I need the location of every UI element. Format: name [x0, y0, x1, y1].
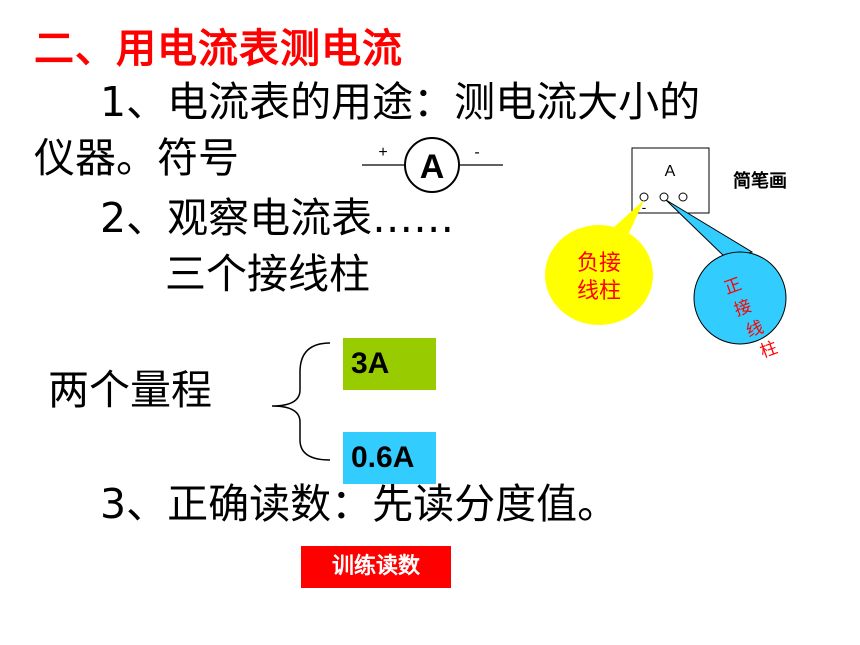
negative-callout-line1: 负接 [577, 251, 621, 276]
sketch-label: 简笔画 [733, 171, 787, 192]
train-reading-button[interactable]: 训练读数 [301, 546, 451, 588]
positive-terminal-callout: 正 接 线 柱 [665, 199, 787, 363]
negative-terminal-callout: 负接 线柱 [545, 200, 653, 325]
positive-callout-char4: 柱 [757, 338, 780, 363]
range-brace [271, 342, 331, 461]
symbol-line: 仪器。符号 [34, 134, 239, 182]
ranges-line: 两个量程 [48, 366, 212, 414]
positive-callout-char3: 线 [744, 317, 767, 342]
range-06a-box: 0.6A [343, 432, 436, 484]
negative-callout-line2: 线柱 [577, 279, 621, 304]
positive-callout-char2: 接 [732, 296, 755, 321]
ammeter-symbol: A + - [362, 137, 503, 193]
minus-sign: - [474, 144, 479, 161]
ammeter-letter: A [420, 148, 445, 186]
slide-title: 二、用电流表测电流 [34, 26, 403, 72]
sketch-meter-letter: A [665, 163, 676, 180]
reading-line: 3、正确读数：先读分度值。 [100, 480, 619, 528]
observe-line: 2、观察电流表…… [100, 194, 455, 242]
sketch-minus-mark: - [642, 199, 647, 215]
range-3a-box: 3A [343, 338, 436, 390]
purpose-line: 1、电流表的用途：测电流大小的 [100, 78, 701, 126]
positive-callout-char1: 正 [722, 274, 745, 299]
terminals-line: 三个接线柱 [165, 250, 370, 298]
plus-sign: + [378, 144, 387, 161]
